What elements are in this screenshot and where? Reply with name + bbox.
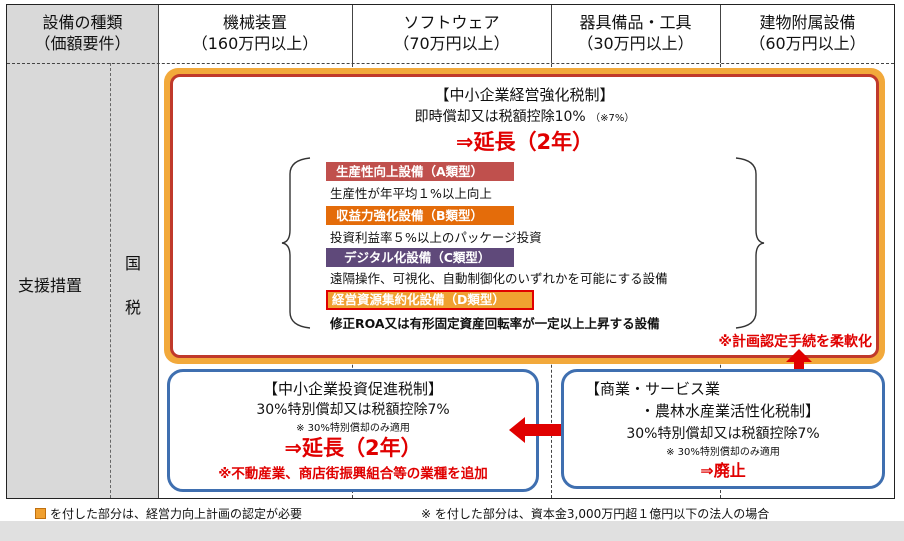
header-col-machinery-line2: （160万円以上）	[191, 34, 319, 53]
table-frame	[6, 4, 895, 499]
grid-vline-label	[158, 5, 159, 498]
main-box-extension: ⇒延長（2年）	[455, 130, 594, 154]
footer-right-note: ※ を付した部分は、資本金3,000万円超１億円以下の法人の場合	[421, 507, 770, 521]
category-d-description: 修正ROA又は有形固定資産回転率が一定以上上昇する設備	[330, 316, 660, 331]
category-c-description: 遠隔操作、可視化、自動制御化のいずれかを可能にする設備	[330, 271, 668, 286]
left-box-line2: ※ 30%特別償却のみ適用	[296, 423, 410, 434]
main-box-title: 【中小企業経営強化税制】	[434, 86, 615, 104]
right-box-title2: ・農林水産業活性化税制】	[640, 402, 821, 420]
header-col-building: 建物附属設備 （60万円以上）	[720, 12, 895, 54]
grid-vline-h3	[720, 5, 721, 63]
category-a-tag: 生産性向上設備（A類型）	[326, 162, 514, 181]
up-arrow-icon	[786, 349, 812, 377]
left-box-extension: ⇒延長（2年）	[284, 436, 422, 460]
category-d-tag: 経営資源集約化設備（D類型）	[326, 290, 534, 310]
header-col-machinery: 機械装置 （160万円以上）	[158, 12, 352, 54]
right-box-title1: 【商業・サービス業	[585, 380, 721, 398]
grid-vline-h2	[551, 5, 552, 63]
sme-investment-tax-box	[167, 369, 539, 492]
header-col-tools-line2: （30万円以上）	[577, 34, 694, 53]
main-box-subtitle-text: 即時償却又は税額控除10%	[414, 109, 586, 125]
main-box-subtitle-note: （※7%）	[590, 113, 635, 124]
flex-procedure-note: ※計画認定手続を柔軟化	[718, 334, 872, 350]
grid-vline-h1	[352, 5, 353, 63]
left-brace-icon	[281, 157, 311, 329]
national-tax-char1: 国	[125, 254, 142, 273]
footer-left-note: を付した部分は、経営力向上計画の認定が必要	[50, 507, 303, 521]
header-col-building-line1: 建物附属設備	[759, 13, 856, 32]
sme-strengthening-tax-box	[170, 74, 879, 358]
category-b-description: 投資利益率５%以上のパッケージ投資	[330, 230, 542, 245]
header-col-machinery-line1: 機械装置	[222, 13, 287, 32]
orange-legend-square-icon	[35, 508, 46, 519]
main-box-subtitle: 即時償却又は税額控除10% （※7%）	[170, 106, 879, 126]
left-box-note: ※不動産業、商店街振興組合等の業種を追加	[218, 466, 488, 482]
header-col-building-line2: （60万円以上）	[749, 34, 866, 53]
header-col-tools: 器具備品・工具 （30万円以上）	[551, 12, 720, 54]
header-col-software: ソフトウェア （70万円以上）	[352, 12, 551, 54]
left-arrow-icon	[509, 417, 561, 443]
category-c-tag: デジタル化設備（C類型）	[326, 248, 514, 267]
header-col-software-line2: （70万円以上）	[393, 34, 510, 53]
category-a-description: 生産性が年平均１%以上向上	[330, 186, 492, 201]
right-brace-icon	[735, 157, 765, 329]
header-col-type-line1: 設備の種類	[42, 13, 123, 32]
category-b-tag: 収益力強化設備（B類型）	[326, 206, 514, 225]
header-col-type: 設備の種類 （価額要件）	[7, 12, 158, 54]
grid-header-divider	[7, 63, 894, 64]
header-label-bg	[7, 5, 158, 63]
right-box-abolish: ⇒廃止	[700, 461, 746, 480]
right-box-line1: 30%特別償却又は税額控除7%	[626, 426, 820, 442]
left-box-line1: 30%特別償却又は税額控除7%	[256, 402, 450, 418]
bottom-band	[0, 521, 904, 541]
left-box-title: 【中小企業投資促進税制】	[262, 380, 443, 398]
side-label-bg	[7, 63, 158, 498]
header-col-software-line1: ソフトウェア	[403, 13, 500, 32]
header-col-type-line2: （価額要件）	[34, 34, 131, 53]
national-tax-char2: 税	[125, 298, 142, 317]
header-col-tools-line1: 器具備品・工具	[579, 13, 692, 32]
support-measures-label: 支援措置	[18, 276, 83, 295]
grid-vline-side	[110, 63, 111, 498]
right-box-line2: ※ 30%特別償却のみ適用	[666, 447, 780, 458]
commerce-agri-tax-box	[561, 369, 885, 489]
